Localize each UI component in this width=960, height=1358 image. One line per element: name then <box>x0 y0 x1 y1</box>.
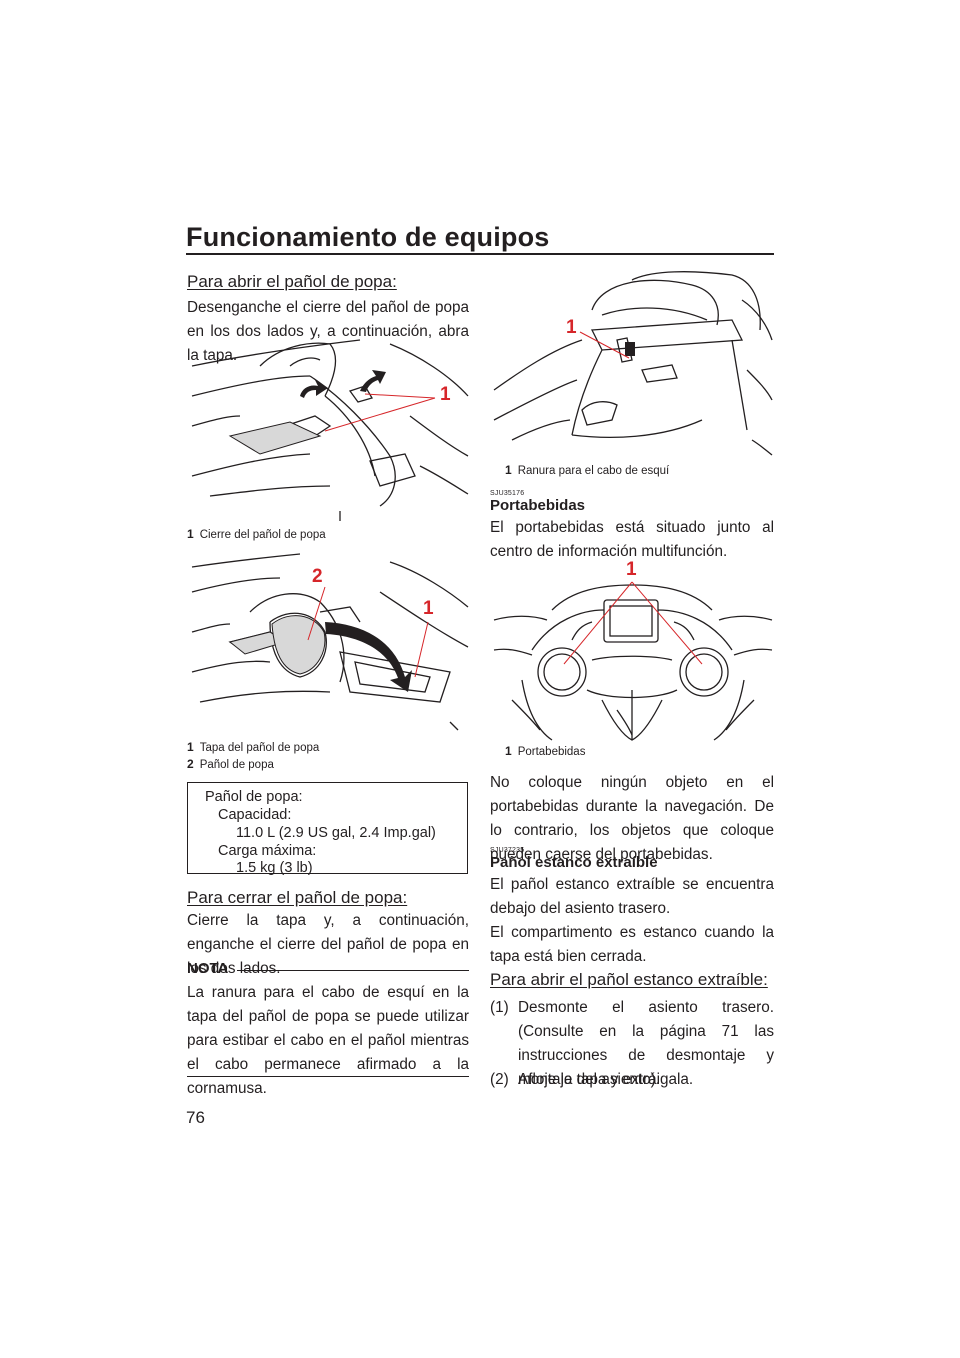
figure-stern-latch <box>191 339 469 521</box>
open-stern-text: Desenganche el cierre del pañol de popa … <box>187 299 469 364</box>
watertight-text-2: El compartimento es estanco cuando la ta… <box>490 924 774 965</box>
callout-cupholder: 1 <box>626 559 637 580</box>
callout-latch: 1 <box>440 384 451 405</box>
watertight-subheading: Para abrir el pañol estanco extraíble: <box>490 970 768 989</box>
figure-cupholders <box>493 581 773 741</box>
watertight-heading: Pañol estanco extraíble <box>490 854 658 871</box>
step-1: (1) Desmonte el asiento trasero. (Consul… <box>490 999 774 1088</box>
callout-lid-2: 2 <box>312 566 323 587</box>
spec-capacity-label: Capacidad: <box>218 807 292 823</box>
spec-load-value: 1.5 kg (3 lb) <box>236 860 313 876</box>
open-stern-heading: Para abrir el pañol de popa: <box>187 272 397 291</box>
figure-ski-rope-slot <box>493 271 773 456</box>
code-cupholder: SJU35176 <box>490 490 525 497</box>
page-title: Funcionamiento de equipos <box>186 222 550 252</box>
title-rule <box>186 253 774 255</box>
callout-ski-slot: 1 <box>566 317 577 338</box>
cupholder-heading: Portabebidas <box>490 497 586 514</box>
cupholder-warning: No coloque ningún objeto en el portabebi… <box>490 774 774 863</box>
figure-stern-lid-open <box>191 553 469 731</box>
page-number: 76 <box>186 1108 205 1127</box>
watertight-text-1: El pañol estanco extraíble se encuentra … <box>490 876 774 917</box>
nota-rule-top <box>237 970 469 971</box>
spec-title: Pañol de popa: <box>205 789 303 805</box>
nota-label: NOTA <box>187 960 229 977</box>
step-2: (2) Afloje la tapa y extráigala. <box>490 1071 694 1088</box>
callout-lid-1: 1 <box>423 598 434 619</box>
spec-load-label: Carga máxima: <box>218 843 317 859</box>
close-stern-text: Cierre la tapa y, a continuación, enganc… <box>187 912 469 977</box>
cupholder-text: El portabebidas está situado junto al ce… <box>490 519 774 560</box>
spec-box: Pañol de popa: Capacidad: 11.0 L (2.9 US… <box>187 782 468 876</box>
close-stern-heading: Para cerrar el pañol de popa: <box>187 888 408 907</box>
nota-text: La ranura para el cabo de esquí en la ta… <box>187 984 469 1097</box>
spec-capacity-value: 11.0 L (2.9 US gal, 2.4 Imp.gal) <box>236 825 436 841</box>
nota-rule-bottom <box>187 1076 469 1077</box>
code-watertight: SJU37235 <box>490 847 525 854</box>
